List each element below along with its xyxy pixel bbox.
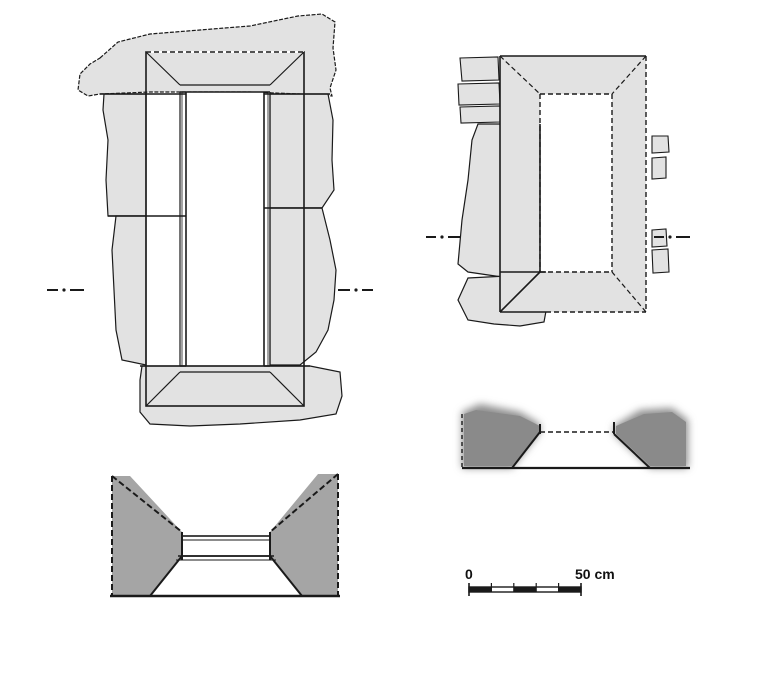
top-lintel-stone xyxy=(77,13,337,97)
right-section-view xyxy=(461,404,690,470)
miter-bottom-right xyxy=(269,371,305,407)
left-section-view xyxy=(110,473,340,598)
right-lower-jamb-stone xyxy=(269,207,337,366)
small-stone-7 xyxy=(651,248,670,274)
bottom-sill-stone xyxy=(139,365,343,427)
left-lower-jamb-stone xyxy=(111,215,147,366)
small-stone-1 xyxy=(459,56,500,82)
scale-start-label: 0 xyxy=(465,566,473,582)
miter-bottom-left xyxy=(145,371,181,407)
section-wall-left xyxy=(112,476,182,596)
scale-end-label: 50 cm xyxy=(575,566,615,582)
section-wall-right xyxy=(270,474,338,596)
small-stone-5 xyxy=(651,156,667,180)
section-cut-marker-right-plan-right xyxy=(654,235,690,239)
left-upper-jamb-stone xyxy=(102,93,147,217)
section-cut-marker-left xyxy=(47,288,84,292)
small-stone-4 xyxy=(651,135,670,154)
scale-seg-3 xyxy=(513,587,537,592)
section-cut-marker-right xyxy=(338,288,373,292)
miter-top-right xyxy=(269,51,305,86)
scale-seg-1 xyxy=(469,587,492,592)
section-cut-marker-right-plan-left xyxy=(426,235,460,239)
window-opening xyxy=(186,92,264,365)
small-stone-2 xyxy=(457,82,501,106)
right-frame-inner xyxy=(540,94,612,272)
miter-top-left xyxy=(145,51,181,86)
left-plan-view xyxy=(47,13,373,427)
scale-seg-5 xyxy=(558,587,581,592)
scale-bar: 0 50 cm xyxy=(465,566,615,596)
right-plan-view xyxy=(426,55,690,327)
small-stone-3 xyxy=(459,105,501,124)
right-upper-jamb-stone xyxy=(269,93,335,209)
